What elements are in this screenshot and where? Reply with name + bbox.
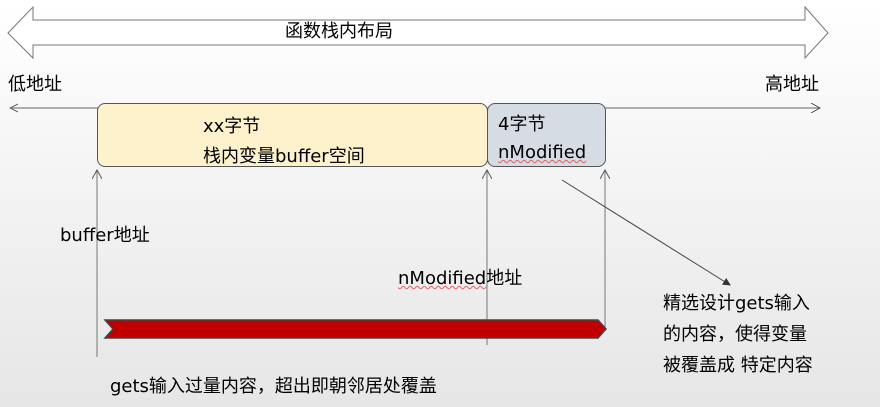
note-line: 被覆盖成 特定内容: [663, 355, 813, 376]
note-leader-arrow: [561, 179, 731, 286]
stack-span-double-arrow: [7, 5, 829, 60]
low-address-label: 低地址: [8, 74, 62, 95]
buffer-size: xx字节: [203, 116, 261, 137]
note-line: 精选设计gets输入: [663, 293, 810, 314]
overflow-caption: gets输入过量内容，超出即朝邻居处覆盖: [110, 376, 437, 397]
note-line: 的内容，使得变量: [663, 324, 807, 345]
nmodified-address-label: nModified地址: [398, 268, 522, 291]
buffer-desc: 栈内变量buffer空间: [203, 146, 365, 167]
nmodified-size: 4字节: [498, 114, 546, 135]
nmodified-name: nModified: [498, 142, 587, 163]
buffer-address-label: buffer地址: [60, 225, 150, 246]
nmodified-block: 4字节 nModified: [487, 103, 606, 167]
note-text: 精选设计gets输入 的内容，使得变量 被覆盖成 特定内容: [663, 288, 813, 381]
overflow-arrow: [103, 319, 608, 339]
diagram-title: 函数栈内布局: [285, 21, 393, 42]
high-address-label: 高地址: [765, 74, 819, 95]
address-suffix: 地址: [486, 268, 523, 289]
nmodified-name-text: nModified: [398, 268, 487, 289]
buffer-block: xx字节 栈内变量buffer空间: [97, 103, 488, 167]
